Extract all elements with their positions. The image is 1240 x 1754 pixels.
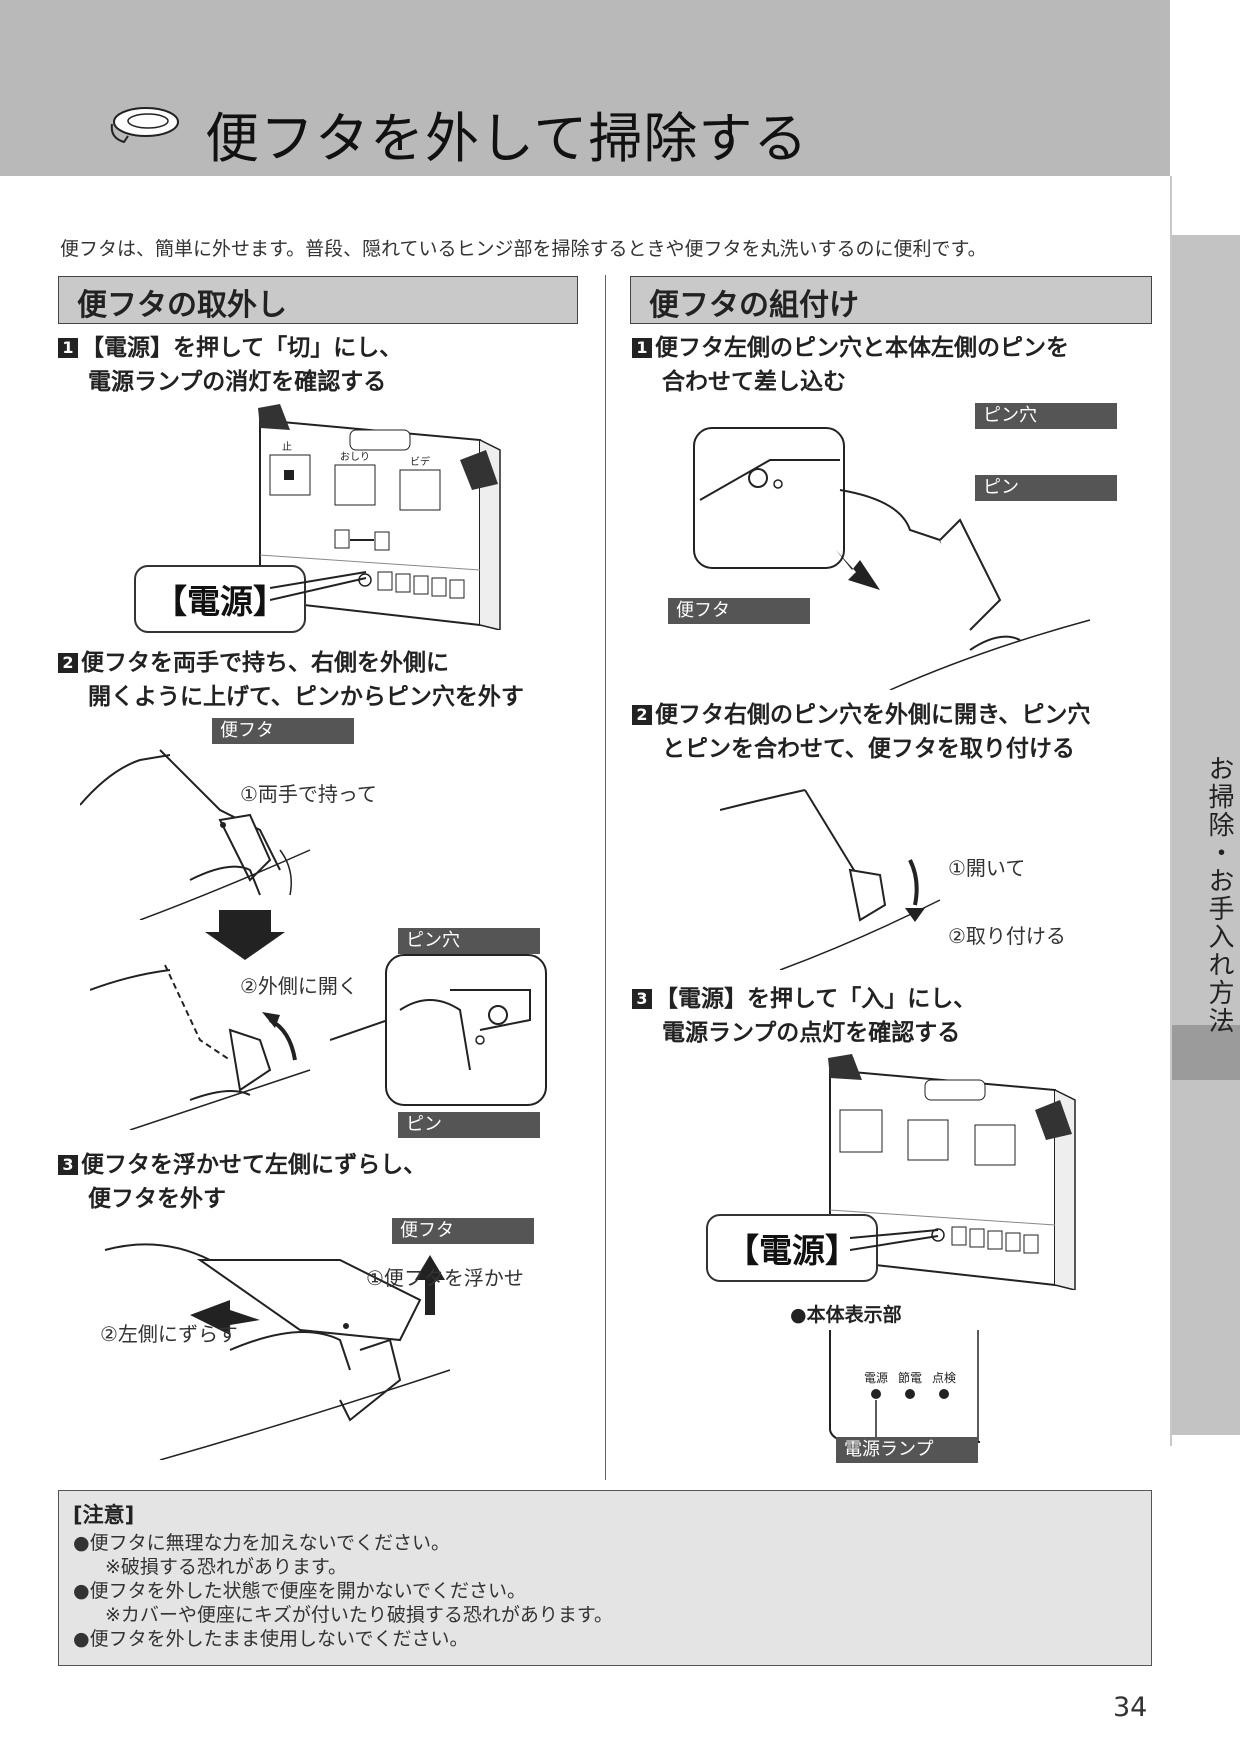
caution-box: [注意] ●便フタに無理な力を加えないでください。 ※破損する恐れがあります。 … — [58, 1490, 1152, 1666]
step-number: 1 — [58, 338, 78, 358]
down-arrow-icon — [205, 910, 285, 960]
lid-hold-illustration — [80, 749, 311, 920]
annotation-slide-left: ②左側にずらす — [100, 1322, 238, 1346]
power-lamp-tag: 電源ランプ — [836, 1437, 978, 1463]
column-divider — [605, 275, 606, 1480]
lamp-label-eco: 節電 — [898, 1370, 922, 1385]
step-number: 2 — [632, 705, 652, 725]
caution-note: ※カバーや便座にキズが付いたり破損する恐れがあります。 — [105, 1604, 614, 1626]
step-number: 3 — [58, 1155, 78, 1175]
callout-pointer — [270, 571, 367, 601]
removal-step-1: 1【電源】を押して「切」にし、 電源ランプの消灯を確認する — [58, 331, 402, 399]
section-heading-attach: 便フタの組付け — [630, 276, 1152, 324]
step-number: 1 — [632, 338, 652, 358]
lid-tag: 便フタ — [392, 1218, 534, 1244]
annotation-hold-both-hands: ①両手で持って — [240, 782, 377, 806]
caution-line: ●便フタを外した状態で便座を開かないでください。 — [73, 1580, 527, 1602]
remote-control-panel-illustration — [828, 1054, 1076, 1290]
caution-line: ●便フタを外したまま使用しないでください。 — [73, 1628, 469, 1650]
step-number: 2 — [58, 653, 78, 673]
caution-title: [注意] — [73, 1503, 135, 1527]
page-number: 34 — [1113, 1692, 1148, 1723]
lid-tag: 便フタ — [668, 598, 810, 624]
remote-oshiri-label: おしり — [340, 451, 370, 463]
step-number: 3 — [632, 989, 652, 1009]
pin-hole-detail-bubble — [330, 954, 547, 1106]
page-title: 便フタを外して掃除する — [205, 107, 809, 170]
lid-slide-left-illustration — [104, 1243, 451, 1460]
lamp-label-check: 点検 — [932, 1371, 956, 1385]
toilet-seat-icon — [110, 107, 179, 144]
annotation-float-lid: ①便フタを浮かせ — [366, 1266, 524, 1290]
annotation-open: ①開いて — [948, 856, 1026, 880]
pin-hole-tag: ピン穴 — [398, 928, 540, 954]
main-unit-display-label: ●本体表示部 — [790, 1304, 902, 1326]
page-header — [0, 0, 1170, 176]
pin-insert-illustration — [693, 427, 1091, 690]
power-button-callout: 【電源】 — [706, 1214, 878, 1282]
sidebar-divider — [1170, 176, 1172, 1446]
remote-control-panel-illustration: 止 おしり ビデ — [258, 404, 501, 630]
attach-step-3: 3【電源】を押して「入」にし、 電源ランプの点灯を確認する — [632, 982, 976, 1050]
caution-note: ※破損する恐れがあります。 — [105, 1556, 348, 1578]
lid-tag: 便フタ — [212, 718, 354, 744]
section-heading-removal: 便フタの取外し — [58, 276, 578, 324]
pin-hole-tag: ピン穴 — [975, 403, 1117, 429]
annotation-open-outward: ②外側に開く — [240, 974, 358, 998]
caution-line: ●便フタに無理な力を加えないでください。 — [73, 1532, 451, 1554]
sidebar-tab — [1172, 235, 1240, 1435]
pin-tag: ピン — [398, 1112, 540, 1138]
sidebar-chapter-label: お掃除・お手入れ方法 — [1204, 755, 1234, 1035]
remote-bide-label: ビデ — [410, 455, 430, 468]
lid-open-outward-illustration — [90, 964, 311, 1130]
lid-attach-right-illustration — [720, 789, 941, 970]
pin-tag: ピン — [975, 475, 1117, 501]
sidebar-tab-marker — [1172, 1025, 1240, 1080]
callout-pointer — [850, 1229, 939, 1251]
intro-text: 便フタは、簡単に外せます。普段、隠れているヒンジ部を掃除するときや便フタを丸洗い… — [60, 238, 987, 260]
annotation-attach: ②取り付ける — [948, 924, 1066, 948]
lamp-label-power: 電源 — [864, 1371, 888, 1385]
power-button-callout: 【電源】 — [134, 565, 306, 633]
remote-stop-label: 止 — [282, 441, 292, 453]
